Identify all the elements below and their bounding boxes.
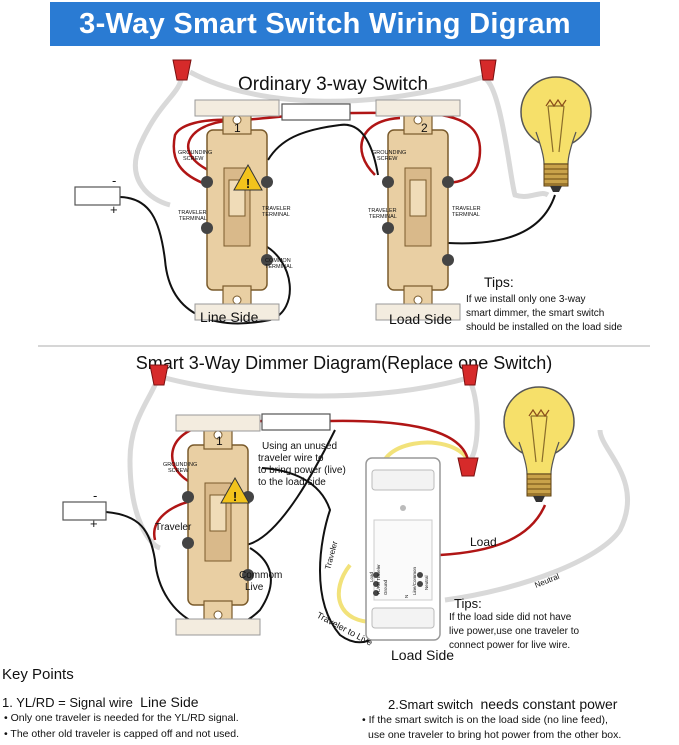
top-grounding-2a: GROUNDING <box>372 150 406 156</box>
bottom-load-side: Load Side <box>391 647 454 663</box>
bottom-plus: + <box>90 516 98 531</box>
top-plus: + <box>110 202 118 217</box>
bottom-common-live-a: Commom <box>239 570 282 581</box>
page-title: 3-Way Smart Switch Wiring Digram <box>79 7 571 40</box>
top-traveler-1d: TERMINAL <box>262 212 290 218</box>
key-point-2-suffix: needs constant power <box>480 696 618 712</box>
top-grounding-2b: SCREW <box>377 156 398 162</box>
terminal-traveler: YL/RD Traveler <box>376 564 381 595</box>
bottom-note-4: to the load side <box>258 477 326 488</box>
bottom-diagram-title: Smart 3-Way Dimmer Diagram(Replace one S… <box>136 353 552 373</box>
svg-text:!: ! <box>246 176 250 191</box>
top-tips-line-3: should be installed on the load side <box>466 322 623 333</box>
top-common-1b: TERMINAL <box>265 264 293 270</box>
bottom-grounding-a: GROUNDING <box>163 462 197 468</box>
top-diagram-title: Ordinary 3-way Switch <box>238 74 428 95</box>
top-switch1-number: 1 <box>234 121 241 135</box>
top-switch2-number: 2 <box>421 121 428 135</box>
key-point-2: 2.Smart switch needs constant power <box>388 696 617 712</box>
top-load-side: Load Side <box>389 311 452 327</box>
top-common-1a: COMMON <box>265 258 291 264</box>
top-bulb-icon <box>520 76 592 193</box>
top-minus: - <box>112 173 116 188</box>
key-points-heading: Key Points <box>2 666 74 683</box>
top-tips-line-1: If we install only one 3-way <box>466 294 586 305</box>
key-point-1-text: 1. YL/RD = Signal wire <box>2 695 133 710</box>
top-grounding-1a: GROUNDING <box>178 150 212 156</box>
top-traveler-2d: TERMINAL <box>452 212 480 218</box>
top-traveler-2b: TERMINAL <box>369 214 397 220</box>
terminal-neutral: Neutral <box>424 575 429 590</box>
top-traveler-2c: TRAVELER <box>452 206 481 212</box>
top-tips-title: Tips: <box>484 274 514 290</box>
bottom-common-live-b: Live <box>245 582 264 593</box>
bottom-traveler-vertical: Traveler <box>323 540 339 571</box>
bottom-traveler-label: Traveler <box>155 522 192 533</box>
key-point-1-bullet-1: • Only one traveler is needed for the YL… <box>4 712 239 724</box>
bottom-bulb-icon <box>503 386 575 503</box>
top-tips-line-2: smart dimmer, the smart switch <box>466 308 604 319</box>
bottom-tips-title: Tips: <box>454 596 482 611</box>
bottom-note-3: to bring power (live) <box>258 465 346 476</box>
key-point-2-bullet-1: • If the smart switch is on the load sid… <box>362 714 608 726</box>
key-point-1-suffix: Line Side <box>140 694 199 710</box>
top-line-side: Line Side <box>200 309 259 325</box>
key-point-1-bullet-2: • The other old traveler is capped off a… <box>4 728 240 740</box>
bottom-tips-line-1: If the load side did not have <box>449 612 572 623</box>
bottom-note-2: traveler wire to <box>258 453 324 464</box>
key-point-2-text: 2.Smart switch <box>388 697 474 712</box>
key-point-2-bullet-2: use one traveler to bring hot power from… <box>368 729 622 741</box>
terminal-n: N <box>404 595 409 598</box>
bottom-tips-line-2: live power,use one traveler to <box>449 626 580 637</box>
top-traveler-1a: TRAVELER <box>178 210 207 216</box>
top-traveler-1b: TERMINAL <box>179 216 207 222</box>
bottom-switch-number: 1 <box>216 434 223 448</box>
bottom-tips-line-3: connect power for live wire. <box>449 640 570 651</box>
top-traveler-2a: TRAVELER <box>368 208 397 214</box>
bottom-minus: - <box>93 488 97 503</box>
bottom-note-1: Using an unused <box>262 441 337 452</box>
title-banner: 3-Way Smart Switch Wiring Digram <box>50 2 600 46</box>
bottom-grounding-b: SCREW <box>168 468 189 474</box>
smart-dimmer <box>365 457 441 641</box>
top-traveler-1c: TRAVELER <box>262 206 291 212</box>
svg-text:!: ! <box>233 489 237 504</box>
key-point-1: 1. YL/RD = Signal wire Line Side <box>2 694 199 710</box>
top-grounding-1b: SCREW <box>183 156 204 162</box>
terminal-line-common: Line/Common <box>412 566 417 595</box>
terminal-load: Load <box>369 571 374 582</box>
terminal-ground: Ground <box>383 579 388 595</box>
bottom-load-label: Load <box>470 535 497 549</box>
